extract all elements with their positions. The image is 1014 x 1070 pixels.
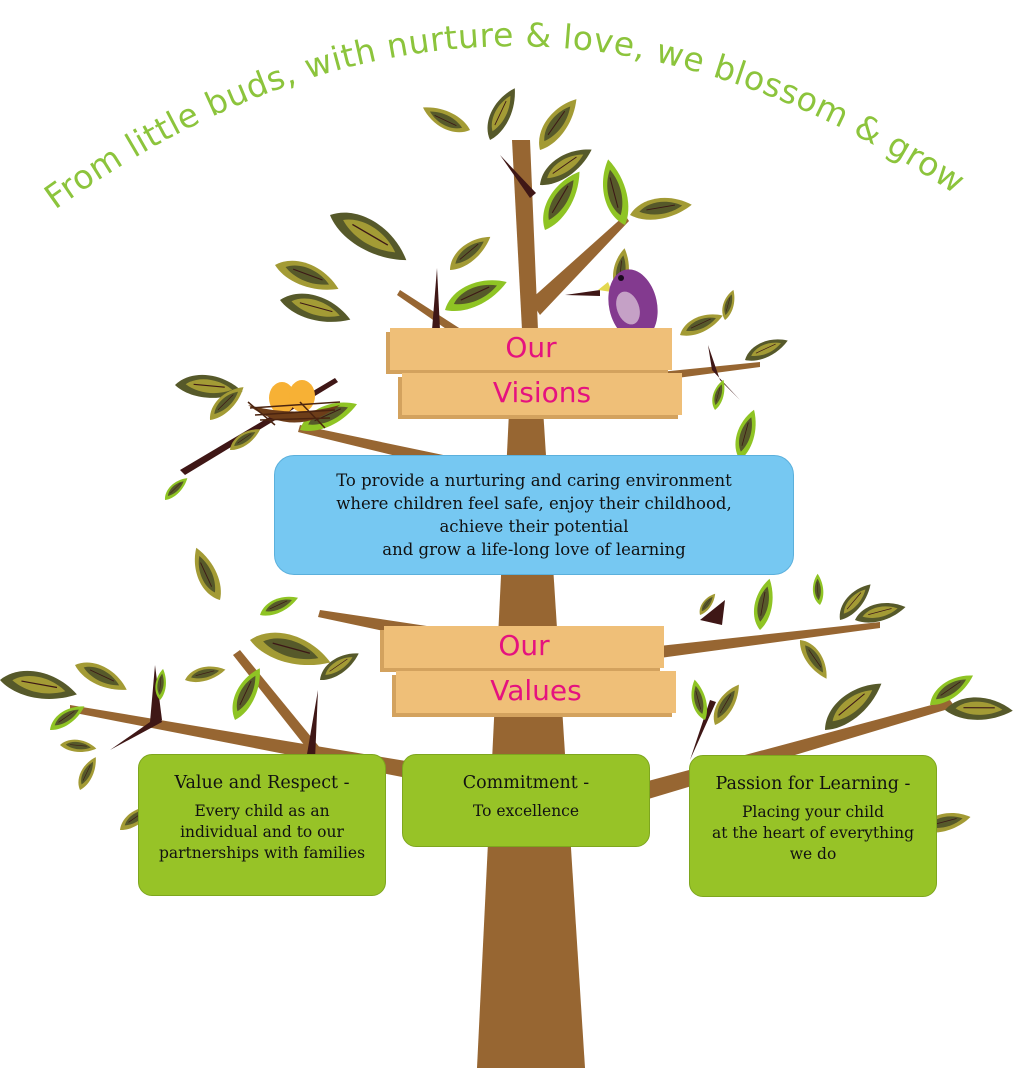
- value-description: Every child as an individual and to our …: [158, 802, 366, 862]
- vision-line-1: To provide a nurturing and caring enviro…: [336, 471, 732, 490]
- vision-sign-top-plank: Our: [390, 328, 672, 370]
- value-card-commitment: Commitment - To excellence: [402, 754, 650, 847]
- value-description: Placing your child at the heart of every…: [711, 803, 914, 863]
- vision-sign-bottom-plank: Visions: [402, 373, 682, 415]
- vision-line-3: achieve their potential: [439, 517, 629, 536]
- vision-line-4: and grow a life-long love of learning: [382, 540, 686, 559]
- vision-statement-box: To provide a nurturing and caring enviro…: [274, 455, 794, 575]
- values-sign-top-plank: Our: [384, 626, 664, 668]
- value-title: Passion for Learning -: [715, 774, 911, 794]
- vision-sign-line1: Our: [505, 331, 557, 364]
- values-sign-line2: Values: [490, 674, 582, 707]
- value-card-passion: Passion for Learning - Placing your chil…: [689, 755, 937, 897]
- value-description: To excellence: [472, 802, 580, 820]
- value-title: Value and Respect -: [174, 773, 350, 793]
- value-title: Commitment -: [462, 773, 590, 793]
- vision-line-2: where children feel safe, enjoy their ch…: [336, 494, 732, 513]
- nest-icon: [247, 380, 341, 429]
- value-card-respect: Value and Respect - Every child as an in…: [138, 754, 386, 896]
- values-sign-bottom-plank: Values: [396, 671, 676, 713]
- values-sign-line1: Our: [498, 629, 550, 662]
- vision-sign-line2: Visions: [492, 376, 592, 409]
